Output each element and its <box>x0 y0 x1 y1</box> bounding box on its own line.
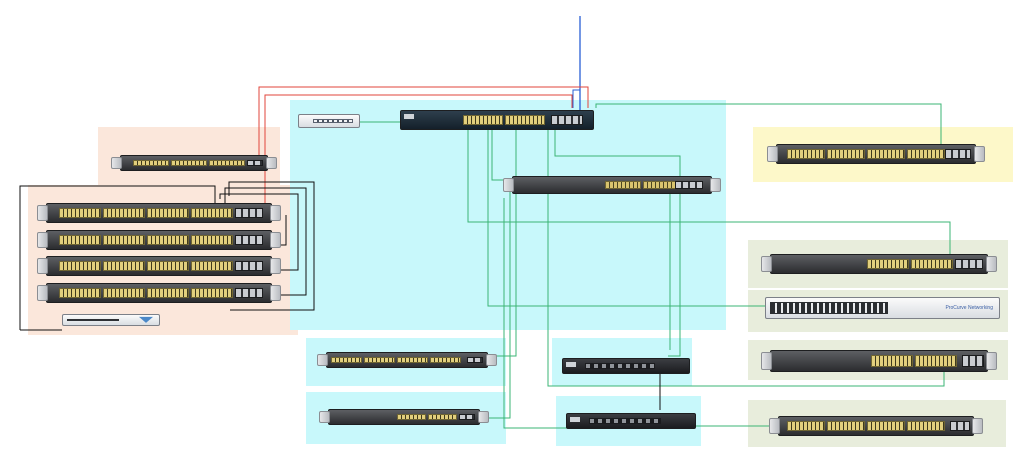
stack-switch-4 <box>37 283 281 303</box>
sage-switch-1 <box>761 254 997 274</box>
stack-cable-2 <box>219 193 299 271</box>
patch-panel <box>298 114 360 128</box>
router-1-logo-icon <box>566 362 576 367</box>
appliance-logo-icon <box>136 316 153 323</box>
stack-switch-3 <box>37 256 281 276</box>
router-2-logo-icon <box>570 417 580 422</box>
red-trunk-line-1 <box>258 86 589 160</box>
green-link-sage-1 <box>467 128 951 258</box>
stack-switch-1 <box>37 203 281 223</box>
stack-cable-4 <box>228 181 315 311</box>
sage-procurve-switch: ProCurve Networking <box>765 297 1000 319</box>
bottom-cyan-switch-2 <box>319 409 489 425</box>
green-link-sage-3 <box>547 128 945 387</box>
small-appliance <box>62 314 160 326</box>
stack-switch-2 <box>37 230 281 250</box>
router-1 <box>562 358 690 374</box>
core-logo-icon <box>404 114 414 119</box>
green-link-router-1 <box>554 128 681 357</box>
green-link-procurve <box>487 128 770 307</box>
stack-cable-1 <box>19 185 216 330</box>
zone-core <box>290 100 726 330</box>
green-link-bottom-1 <box>486 128 517 357</box>
core-switch <box>400 110 594 130</box>
uplink-branch-line <box>572 89 580 108</box>
sage-switch-4 <box>769 416 983 436</box>
stack-cable-3 <box>224 187 307 296</box>
router-2 <box>566 413 696 429</box>
yellow-switch <box>767 144 985 164</box>
green-link-bottom-2 <box>482 180 511 419</box>
bottom-cyan-switch-1 <box>317 352 497 368</box>
green-link-router-2 <box>503 198 570 429</box>
sage-switch-3 <box>761 350 997 372</box>
peach-top-switch <box>111 155 277 171</box>
procurve-brand-label: ProCurve Networking <box>945 305 993 311</box>
green-link-yellow <box>595 103 942 150</box>
distribution-switch <box>503 176 721 194</box>
